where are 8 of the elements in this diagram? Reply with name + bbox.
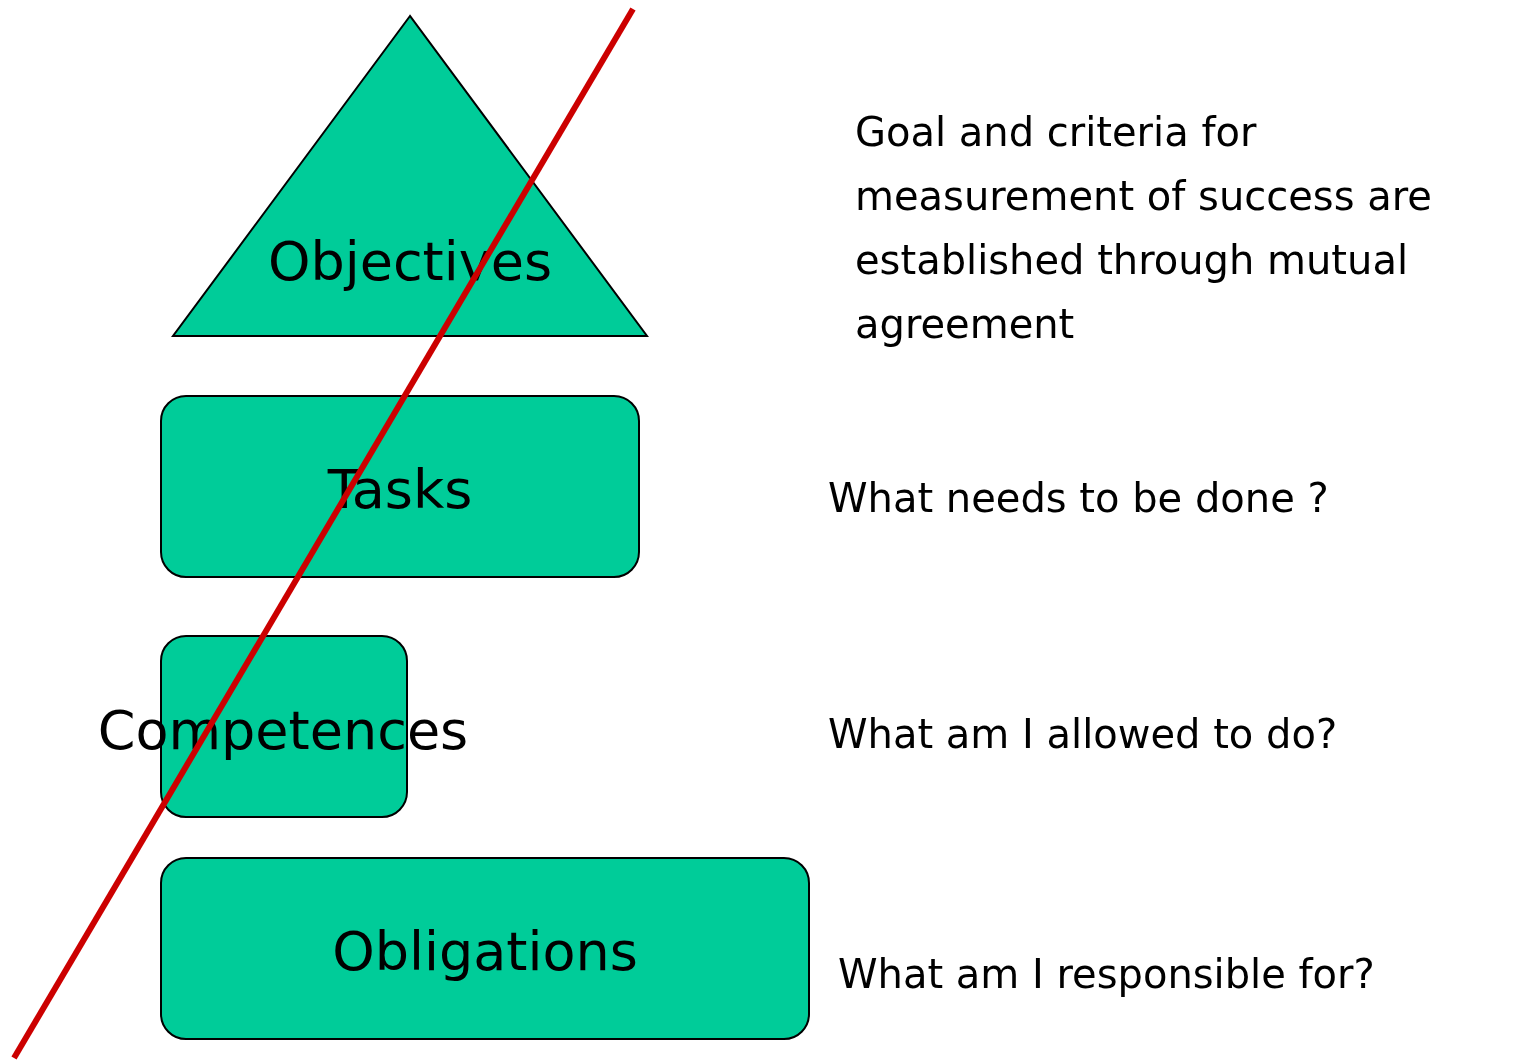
description-text: What am I allowed to do? — [828, 710, 1339, 759]
node-label: Obligations — [332, 922, 638, 982]
rounded-box — [160, 395, 640, 578]
description-text: What needs to be done ? — [828, 474, 1330, 523]
description-text: What am I responsible for? — [838, 950, 1376, 999]
description-text: Goal and criteria for measurement of success are established through mutual agreement — [855, 108, 1433, 349]
triangle-shape — [172, 15, 648, 337]
rounded-box — [160, 857, 810, 1040]
